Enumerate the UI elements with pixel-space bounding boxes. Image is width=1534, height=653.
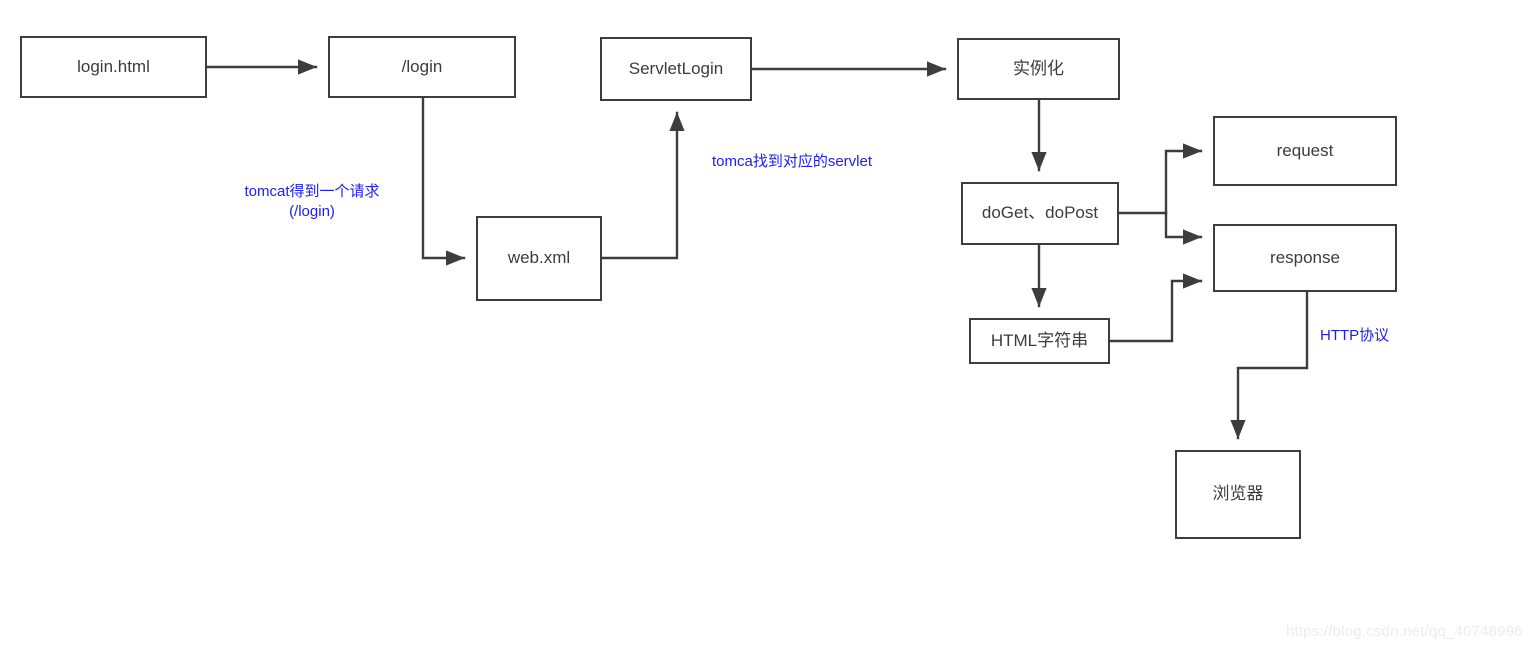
edge-web-xml-to-servlet-login bbox=[600, 111, 685, 260]
node-label: response bbox=[1270, 247, 1340, 267]
node-label: request bbox=[1276, 140, 1334, 160]
node-login-html[interactable]: login.html bbox=[20, 36, 207, 98]
node-label: 实例化 bbox=[1013, 58, 1064, 78]
node-request[interactable]: request bbox=[1213, 116, 1397, 186]
node-label: HTML字符串 bbox=[990, 330, 1089, 350]
annotation-http-protocol: HTTP协议 bbox=[1320, 327, 1390, 344]
node-instantiate[interactable]: 实例化 bbox=[957, 38, 1120, 100]
node-label: doGet、doPost bbox=[981, 203, 1099, 223]
node-web-xml[interactable]: web.xml bbox=[476, 216, 602, 301]
annotation-tomcat-servlet: tomca找到对应的servlet bbox=[711, 153, 873, 170]
edge-response-to-browser bbox=[1230, 290, 1309, 440]
node-doget-dopost[interactable]: doGet、doPost bbox=[961, 182, 1119, 245]
node-label: login.html bbox=[77, 56, 150, 76]
edge-doget-dopost-to-response bbox=[1164, 211, 1203, 245]
edge-login-path-to-web-xml bbox=[421, 96, 466, 266]
node-label: 浏览器 bbox=[1212, 484, 1264, 504]
node-label: /login bbox=[401, 56, 443, 76]
node-label: web.xml bbox=[507, 248, 571, 268]
watermark: https://blog.csdn.net/qq_40748996 bbox=[1286, 623, 1523, 640]
node-response[interactable]: response bbox=[1213, 224, 1397, 292]
node-servlet-login[interactable]: ServletLogin bbox=[600, 37, 752, 101]
annotation-tomcat-request: tomcat得到一个请求 (/login) bbox=[244, 183, 380, 221]
node-label: ServletLogin bbox=[628, 58, 724, 78]
node-html-string[interactable]: HTML字符串 bbox=[969, 318, 1110, 364]
node-login-path[interactable]: /login bbox=[328, 36, 516, 98]
edge-doget-dopost-to-request bbox=[1164, 143, 1203, 215]
node-browser[interactable]: 浏览器 bbox=[1175, 450, 1301, 539]
edge-html-string-to-response bbox=[1108, 273, 1203, 343]
